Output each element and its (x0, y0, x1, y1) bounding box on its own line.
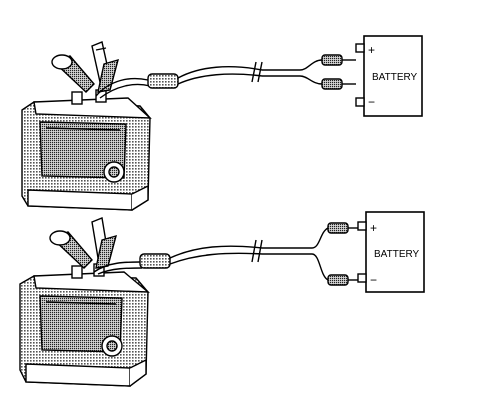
panel-top: + − BATTERY (21, 35, 423, 211)
meter-icon (21, 89, 152, 211)
alligator-clip-icon (97, 58, 119, 93)
battery-positive-terminal: + (370, 221, 377, 235)
probe-tip-icon (327, 222, 358, 286)
battery-negative-terminal: − (368, 95, 375, 109)
test-leads-top (95, 59, 323, 99)
meter-icon (19, 263, 151, 387)
battery-icon: + − BATTERY (355, 35, 423, 117)
battery-icon: + − BATTERY (357, 211, 425, 293)
battery-negative-terminal: − (370, 273, 377, 287)
battery-positive-terminal: + (368, 43, 375, 57)
probe-tip-icon (321, 54, 356, 90)
battery-label: BATTERY (374, 249, 420, 260)
panel-bottom: + − BATTERY (19, 211, 425, 387)
battery-label: BATTERY (372, 72, 418, 83)
test-leads-bottom (93, 227, 329, 281)
